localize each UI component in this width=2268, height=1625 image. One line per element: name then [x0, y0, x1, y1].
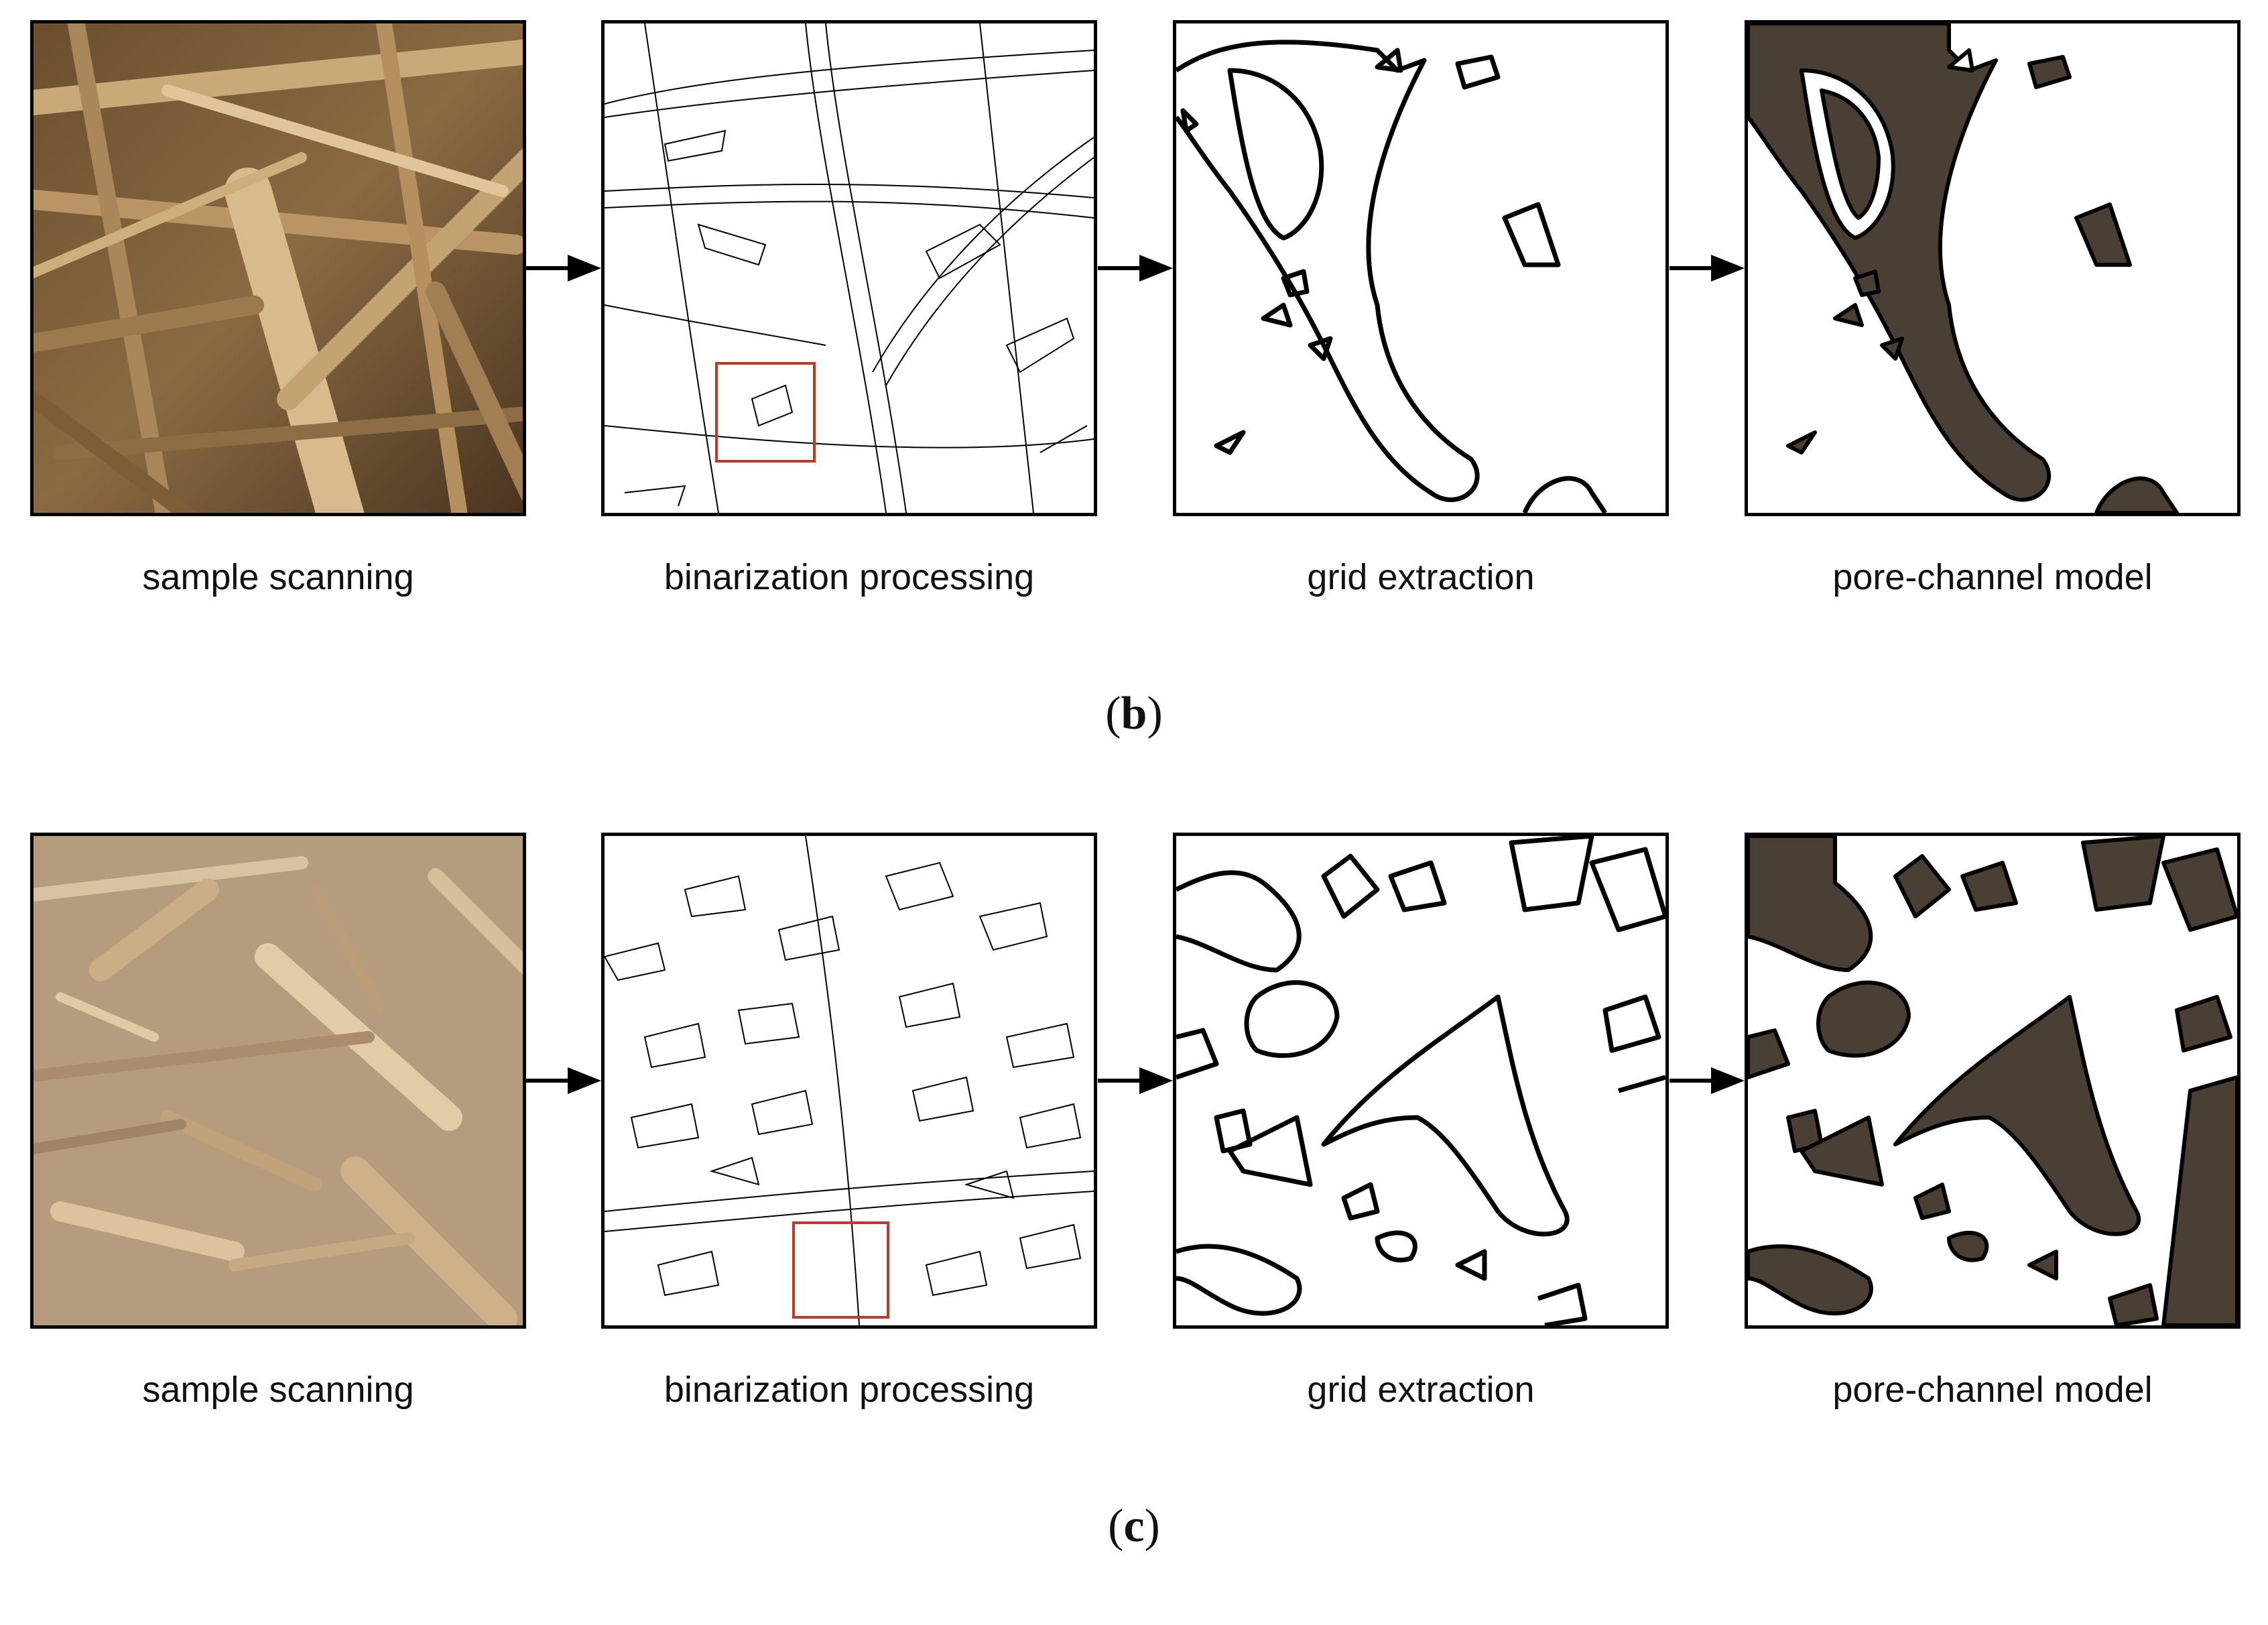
grid-outline-c [1176, 836, 1665, 1325]
figure-row-c: sample scanning binarization processing … [0, 812, 2268, 1625]
arrow-right-icon [1098, 255, 1173, 282]
straw-fibers-image-b [34, 23, 523, 513]
edge-map-b [605, 23, 1094, 513]
arrow-right-icon [526, 255, 601, 282]
arrow-right-icon [1670, 255, 1745, 282]
stage-label-grid-extraction: grid extraction [1307, 1370, 1535, 1410]
sample-scanning-photo-c [30, 833, 526, 1329]
stage-label-grid-extraction: grid extraction [1307, 557, 1535, 597]
panel-caption-c: (c) [1108, 1500, 1160, 1552]
stage-label-binarization: binarization processing [664, 557, 1035, 597]
panel-caption-b: (b) [1105, 688, 1163, 739]
stage-label-pore-channel-model: pore-channel model [1832, 1370, 2153, 1410]
pore-channel-model-image-b [1745, 20, 2241, 516]
stage-label-pore-channel-model: pore-channel model [1832, 557, 2153, 597]
grid-extraction-image-b [1173, 20, 1669, 516]
binarization-image-c [601, 833, 1097, 1329]
stage-label-sample-scanning: sample scanning [142, 557, 414, 597]
pore-model-c [1748, 836, 2237, 1325]
zoom-region-box [715, 362, 816, 463]
arrow-right-icon [1670, 1067, 1745, 1094]
arrow-right-icon [1098, 1067, 1173, 1094]
pore-channel-model-image-c [1745, 833, 2241, 1329]
grid-extraction-image-c [1173, 833, 1669, 1329]
zoom-region-box [792, 1221, 889, 1319]
pore-model-b [1748, 23, 2179, 513]
figure-row-b: sample scanning binarization processing … [0, 0, 2268, 812]
edge-map-c [605, 836, 1094, 1325]
sample-scanning-photo-b [30, 20, 526, 516]
grid-outline-b [1176, 40, 1607, 513]
arrow-right-icon [526, 1067, 601, 1094]
binarization-image-b [601, 20, 1097, 516]
stage-label-sample-scanning: sample scanning [142, 1370, 414, 1410]
straw-fibers-image-c [34, 836, 523, 1325]
stage-label-binarization: binarization processing [664, 1370, 1035, 1410]
